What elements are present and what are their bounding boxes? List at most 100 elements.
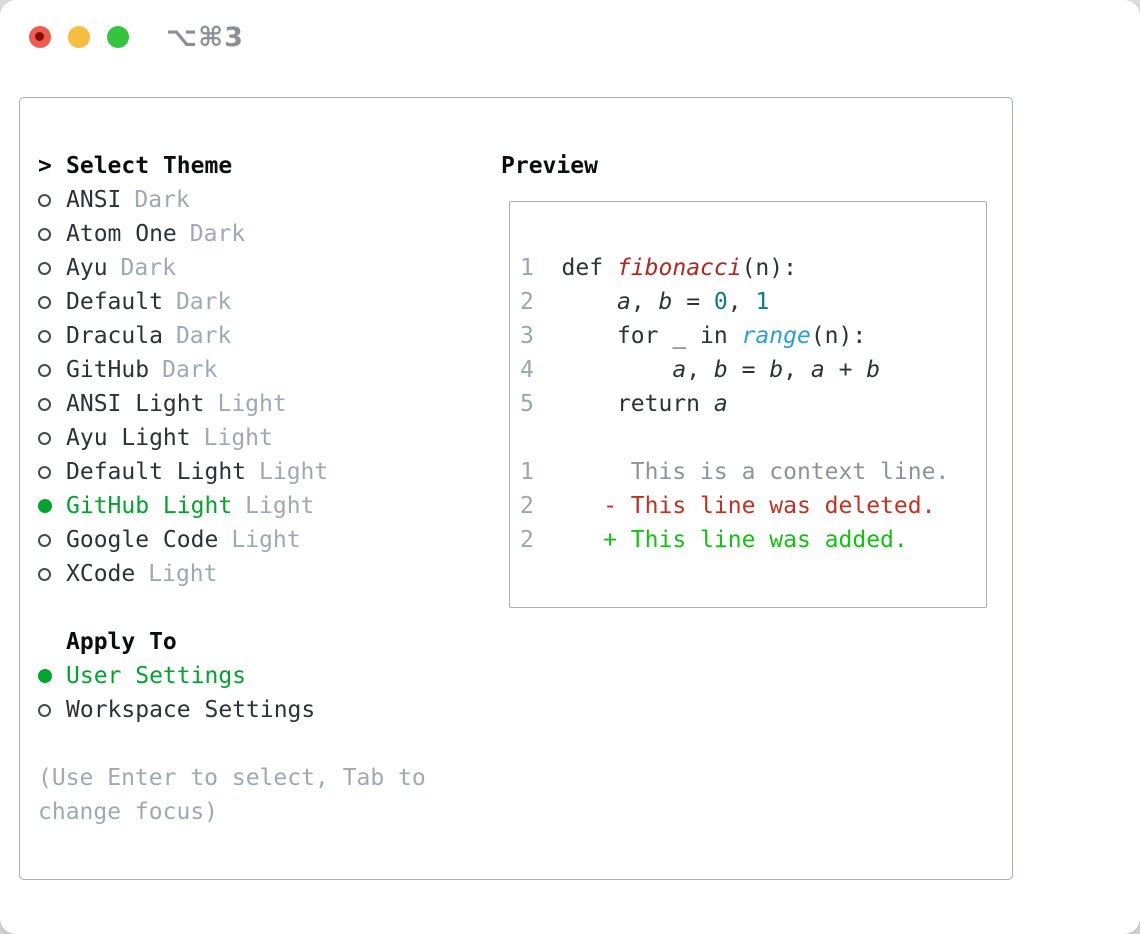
option-label: Google Code	[66, 527, 219, 553]
keyboard-shortcut-label: ⌥⌘3	[166, 22, 244, 53]
code-token: return	[533, 391, 714, 417]
apply-to-header: Apply To	[38, 625, 453, 659]
option-label: Ayu Light	[66, 425, 191, 451]
theme-option[interactable]: Dracula Dark	[38, 319, 453, 353]
zoom-button[interactable]	[107, 26, 129, 48]
code-token: a	[616, 289, 631, 315]
apply-to-option[interactable]: Workspace Settings	[38, 693, 453, 727]
theme-option[interactable]: Google Code Light	[38, 523, 453, 557]
preview-line: 1 This is a context line.	[520, 455, 974, 489]
preview-line: 3 for _ in range(n):	[520, 319, 974, 353]
code-token: + This line was added.	[533, 527, 908, 553]
preview-column: Preview 1 def fibonacci(n):2 a, b = 0, 1…	[501, 149, 987, 608]
code-token	[534, 289, 617, 315]
preview-title: Preview	[501, 153, 598, 179]
spacer	[38, 727, 453, 761]
radio-icon	[38, 227, 51, 241]
code-token: b	[713, 357, 728, 383]
theme-option[interactable]: Ayu Light Light	[38, 421, 453, 455]
spacer	[38, 591, 453, 625]
preview-line	[520, 421, 974, 455]
minimize-button[interactable]	[68, 26, 90, 48]
preview-line: 2 + This line was added.	[520, 523, 974, 557]
line-number: 4	[520, 357, 534, 383]
code-token: - This line was deleted.	[533, 493, 936, 519]
preview-line: 2 - This line was deleted.	[520, 489, 974, 523]
preview-line: 1 def fibonacci(n):	[520, 251, 974, 285]
code-token: This is a context line.	[533, 459, 950, 485]
theme-variant-tag: Light	[148, 561, 218, 587]
option-label: Default Light	[66, 459, 247, 485]
option-label: GitHub Light	[66, 493, 233, 519]
theme-variant-tag: Light	[203, 425, 273, 451]
theme-option[interactable]: GitHub Dark	[38, 353, 453, 387]
theme-variant-tag: Light	[231, 527, 301, 553]
code-token: b	[769, 357, 784, 383]
code-token: range	[741, 323, 811, 349]
line-number: 2	[520, 289, 534, 315]
code-token: ,	[727, 289, 756, 315]
radio-icon	[38, 431, 51, 445]
code-token	[534, 357, 672, 383]
line-number: 1	[520, 459, 534, 485]
theme-option[interactable]: Atom One Dark	[38, 217, 453, 251]
theme-option[interactable]: Ayu Dark	[38, 251, 453, 285]
option-label: Workspace Settings	[66, 697, 316, 723]
option-label: Default	[66, 289, 163, 315]
option-label: Ayu	[66, 255, 108, 281]
code-token: (n):	[810, 323, 867, 349]
select-theme-header: > Select Theme	[38, 149, 453, 183]
code-token: b	[866, 357, 881, 383]
apply-to-option[interactable]: User Settings	[38, 659, 453, 693]
radio-icon	[38, 261, 51, 275]
theme-variant-tag: Dark	[175, 323, 232, 349]
line-number: 3	[520, 323, 534, 349]
radio-icon	[38, 465, 51, 479]
code-token: a	[713, 391, 728, 417]
code-token: +	[824, 357, 867, 383]
option-label: ANSI	[66, 187, 122, 213]
apply-to-title: Apply To	[66, 629, 177, 655]
theme-option[interactable]: Default Dark	[38, 285, 453, 319]
code-token: =	[727, 357, 770, 383]
code-token: def	[533, 255, 617, 281]
preview-line: 5 return a	[520, 387, 974, 421]
code-token: ,	[783, 357, 811, 383]
theme-variant-tag: Dark	[120, 255, 176, 281]
close-dot-icon	[35, 32, 44, 41]
option-label: User Settings	[66, 663, 247, 689]
theme-variant-tag: Dark	[134, 187, 190, 213]
option-label: XCode	[66, 561, 136, 587]
theme-variant-tag: Dark	[162, 357, 218, 383]
radio-selected-icon	[38, 669, 52, 683]
code-token: a	[672, 357, 687, 383]
code-token: ,	[686, 357, 714, 383]
close-button[interactable]	[29, 26, 51, 48]
option-label: GitHub	[66, 357, 150, 383]
option-label: Atom One	[66, 221, 177, 247]
theme-variant-tag: Light	[217, 391, 287, 417]
option-label: Dracula	[66, 323, 163, 349]
option-label: ANSI Light	[66, 391, 205, 417]
code-token: (n):	[741, 255, 797, 281]
code-token: a	[810, 357, 825, 383]
radio-icon	[38, 533, 51, 547]
theme-option[interactable]: XCode Light	[38, 557, 453, 591]
radio-icon	[38, 703, 51, 717]
line-number: 2	[520, 493, 534, 519]
theme-option[interactable]: ANSI Dark	[38, 183, 453, 217]
code-token: b	[658, 289, 673, 315]
theme-variant-tag: Dark	[189, 221, 246, 247]
theme-option[interactable]: ANSI Light Light	[38, 387, 453, 421]
select-theme-title: Select Theme	[66, 153, 233, 179]
theme-variant-tag: Dark	[175, 289, 232, 315]
preview-line: 2 a, b = 0, 1	[520, 285, 974, 319]
radio-icon	[38, 329, 51, 343]
